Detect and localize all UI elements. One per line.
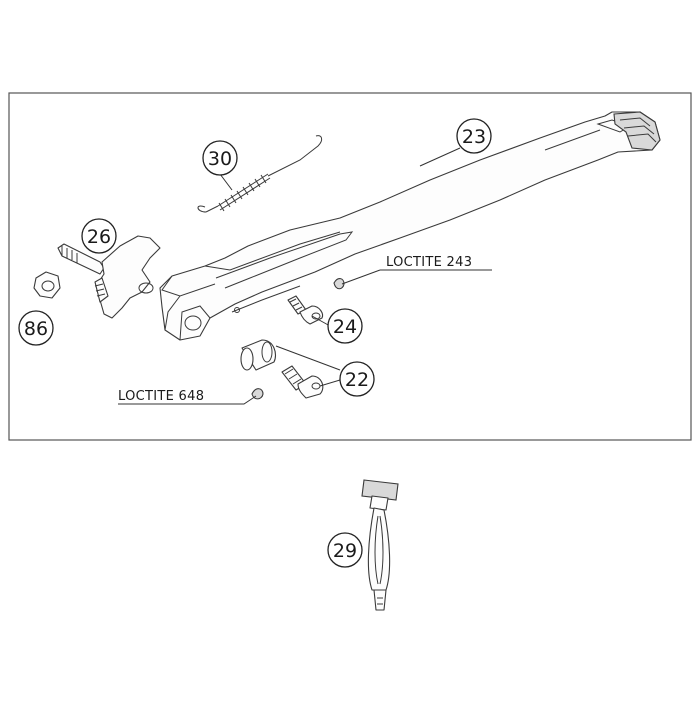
loctite-243-note: LOCTITE 243	[386, 255, 472, 270]
pivot-bracket-part	[57, 235, 161, 319]
callout-22-label: 22	[345, 369, 369, 391]
callout-23: 23	[456, 118, 492, 154]
leader-22b	[319, 379, 341, 387]
callout-29-label: 29	[333, 540, 357, 562]
bushing-part	[240, 339, 277, 371]
leader-24	[311, 315, 331, 327]
diagram-frame	[8, 92, 692, 441]
spring-part	[197, 135, 323, 213]
leader-23	[419, 147, 461, 167]
callout-30: 30	[202, 140, 238, 176]
leader-30	[219, 173, 233, 191]
callout-24-label: 24	[333, 316, 357, 338]
bushing-screw-part	[281, 365, 324, 399]
callout-24: 24	[327, 308, 363, 344]
tool-part	[361, 479, 399, 611]
callout-26-label: 26	[87, 226, 111, 248]
callout-23-label: 23	[462, 126, 486, 148]
loctite-648-note: LOCTITE 648	[118, 389, 204, 404]
leader-648	[118, 395, 257, 405]
nut-part	[33, 271, 61, 299]
side-stand-part	[159, 111, 661, 341]
callout-26: 26	[81, 218, 117, 254]
leader-243	[341, 269, 492, 285]
loctite-drop-243	[333, 278, 345, 290]
leader-22a	[275, 345, 341, 371]
screw-part	[287, 295, 324, 325]
callout-22: 22	[339, 361, 375, 397]
callout-86-label: 86	[24, 318, 48, 340]
callout-30-label: 30	[208, 148, 232, 170]
callout-29: 29	[327, 532, 363, 568]
callout-86: 86	[18, 310, 54, 346]
